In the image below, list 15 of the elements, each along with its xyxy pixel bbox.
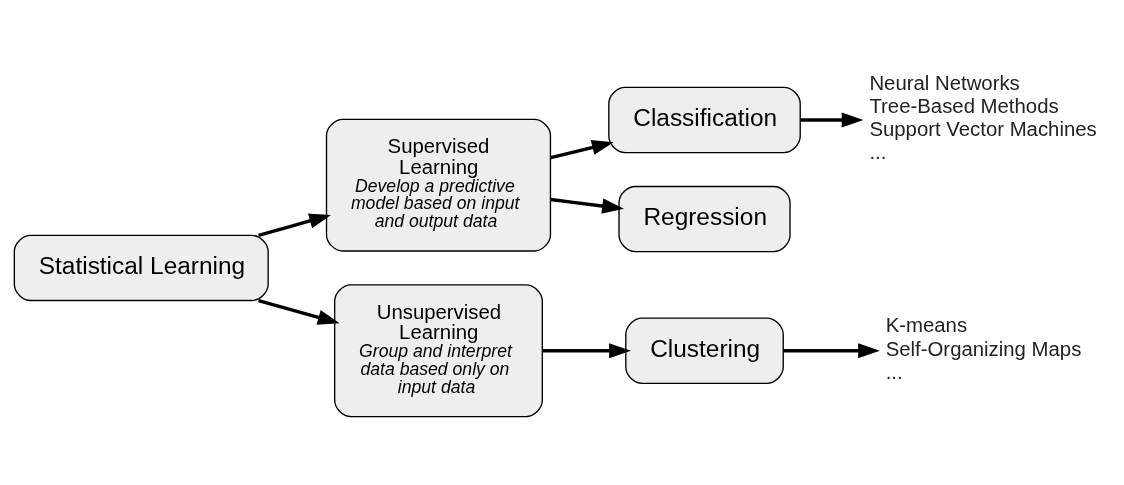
arrow [800, 112, 864, 128]
arrow [258, 298, 340, 325]
node-box: Supervised Learning Develop a predictive model based on input and output data [325, 118, 552, 252]
node-box: Clustering [625, 317, 784, 384]
arrow [258, 213, 331, 237]
arrow [783, 343, 880, 359]
node-text: Neural Networks Tree-Based Methods Support Vector Machines ... [869, 72, 1097, 164]
node-box: Unsupervised Learning Group and interpret data based only on input data [334, 284, 543, 418]
node-box: Classification [608, 86, 801, 154]
arrow [542, 343, 631, 359]
arrow [550, 140, 614, 160]
arrow [550, 197, 624, 214]
node-text: K-means Self-Organizing Maps ... [885, 314, 1082, 383]
node-box: Regression [618, 185, 791, 253]
node-box: Statistical Learning [13, 234, 269, 302]
